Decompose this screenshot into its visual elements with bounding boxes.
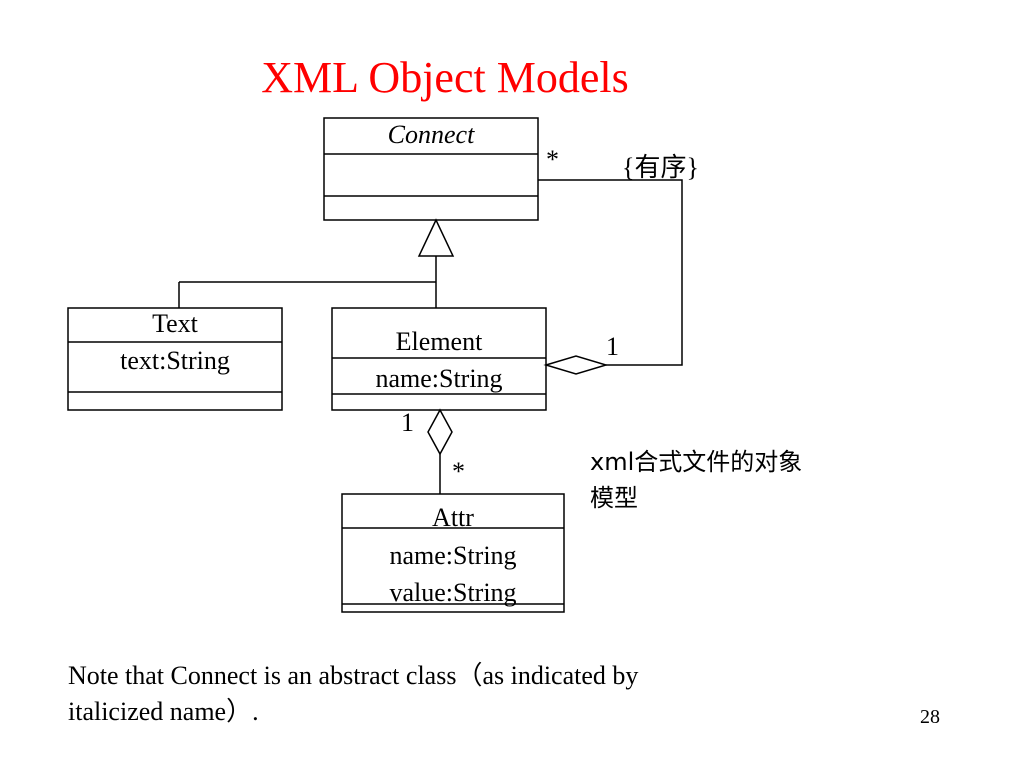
element-class-attr: name:String: [375, 364, 502, 393]
multiplicity-connect-star: *: [546, 145, 559, 174]
ordered-constraint: {有序}: [622, 153, 699, 182]
connect-class-box: [323, 117, 539, 221]
aggregation-diamond-bottom: [427, 408, 453, 456]
attr-class-name: Attr: [432, 503, 474, 532]
text-class-attr: text:String: [120, 346, 230, 375]
multiplicity-attr-star: *: [452, 457, 465, 486]
connect-class-name: Connect: [388, 120, 475, 149]
footnote-line2: italicized name）.: [68, 697, 259, 726]
side-note-line1: xml合式文件的对象: [590, 448, 802, 476]
multiplicity-element-right: 1: [606, 332, 619, 361]
attr-class-attr-value: value:String: [389, 578, 516, 607]
slide-title: XML Object Models: [261, 53, 629, 102]
aggregation-line-connect: [538, 179, 683, 366]
aggregation-diamond-right: [543, 355, 609, 375]
footnote-line1: Note that Connect is an abstract class（a…: [68, 661, 639, 690]
text-class-name: Text: [152, 309, 199, 338]
attr-class-attr-name: name:String: [389, 541, 516, 570]
text-class-box: [67, 307, 283, 411]
attr-class-box: [341, 493, 565, 613]
multiplicity-element-bottom: 1: [401, 408, 414, 437]
element-class-name: Element: [396, 327, 483, 356]
inheritance-triangle: [417, 218, 455, 257]
footnote: Note that Connect is an abstract class（a…: [68, 658, 828, 730]
page-number: 28: [920, 706, 940, 728]
side-note-line2: 模型: [590, 484, 638, 512]
element-class-box: [331, 307, 547, 411]
